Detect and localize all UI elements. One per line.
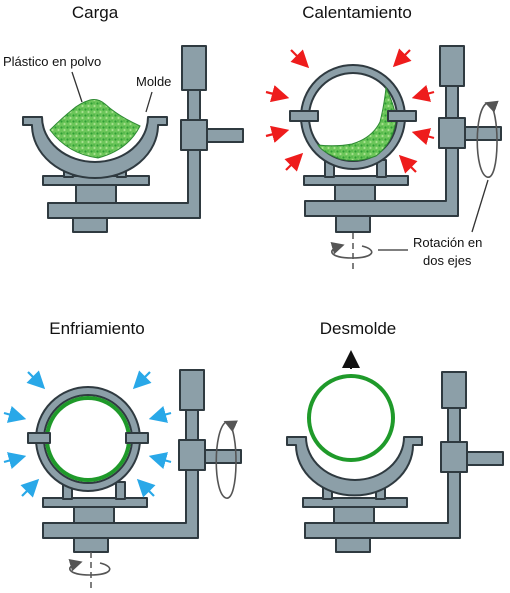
support-plate: [303, 175, 409, 186]
flange-right: [125, 432, 149, 444]
base-arm: [304, 147, 459, 217]
cooling-arrow: [136, 478, 156, 498]
gearbox: [178, 439, 206, 471]
gearbox: [438, 117, 466, 149]
support-plate: [302, 497, 408, 508]
molded-part: [307, 374, 395, 462]
support-column: [333, 506, 375, 524]
plastic-powder-pile: [49, 99, 141, 159]
stage-heating: Calentamiento: [265, 3, 502, 270]
vertical-shaft: [447, 407, 461, 447]
rotation-arrow-horizontal: [215, 420, 238, 499]
motor-box: [441, 371, 467, 409]
machine-frame: [303, 45, 502, 233]
mold-label: Molde: [136, 74, 171, 89]
mold-leader-line: [145, 91, 153, 113]
stage-title-loading: Carga: [72, 3, 119, 22]
gearbox: [180, 119, 208, 151]
base-arm: [42, 469, 199, 539]
cooling-arrow: [3, 405, 27, 423]
flange-right: [387, 110, 417, 122]
horizontal-shaft: [466, 451, 504, 466]
rotation-leader-line: [471, 179, 489, 233]
base-foot: [335, 215, 371, 233]
support-column: [75, 184, 117, 204]
vertical-shaft: [445, 85, 459, 123]
rotation-arrow-horizontal: [476, 100, 499, 178]
support-column: [73, 506, 115, 524]
stage-title-cooling: Enfriamiento: [49, 319, 144, 338]
base-foot: [72, 217, 108, 233]
powder-leader-line: [71, 71, 83, 103]
cooling-arrow: [148, 405, 172, 423]
base-arm: [47, 149, 201, 219]
motor-box: [181, 45, 207, 91]
support-column: [334, 184, 376, 202]
motor-box: [179, 369, 205, 411]
horizontal-shaft: [206, 128, 244, 143]
stage-demolding: Desmolde: [286, 319, 504, 553]
rotation-arrow-vertical: [68, 552, 111, 588]
horizontal-shaft: [464, 126, 502, 141]
gearbox: [440, 441, 468, 473]
machine-frame: [42, 45, 244, 233]
base-arm: [304, 471, 461, 539]
mold-bowl: [286, 436, 423, 497]
support-plate: [42, 497, 148, 508]
mold-bowl: [22, 116, 168, 179]
heat-arrow: [290, 49, 310, 69]
horizontal-shaft: [204, 449, 242, 464]
heat-arrow: [265, 125, 290, 143]
powder-label: Plástico en polvo: [3, 54, 101, 69]
mold-cavity: [43, 394, 133, 484]
flange-left: [27, 432, 51, 444]
cooling-arrow: [132, 370, 152, 390]
heat-arrow: [398, 154, 418, 174]
cooling-arrow: [20, 478, 40, 498]
cooling-arrow: [26, 370, 46, 390]
heat-arrow: [265, 85, 290, 103]
rotation-arrow-vertical: [330, 233, 373, 270]
heat-arrow: [284, 152, 304, 172]
heat-arrow: [411, 128, 435, 146]
flange-left: [289, 110, 319, 122]
rotation-label-line2: dos ejes: [423, 253, 472, 268]
rotation-label-line1: Rotación en: [413, 235, 482, 250]
cooling-arrows: [3, 370, 172, 498]
motor-box: [439, 45, 465, 87]
base-foot: [73, 537, 109, 553]
stage-loading: Carga Plástico en polvo Molde: [3, 3, 244, 233]
machine-frame: [42, 369, 242, 553]
heat-arrow: [411, 84, 435, 102]
stage-title-heating: Calentamiento: [302, 3, 412, 22]
heat-arrow: [392, 48, 412, 68]
stage-title-demolding: Desmolde: [320, 319, 397, 338]
base-foot: [335, 537, 371, 553]
cooling-arrow: [3, 452, 27, 470]
vertical-shaft: [185, 409, 199, 445]
cooling-arrow: [148, 452, 172, 470]
stage-cooling: Enfriamiento: [3, 319, 242, 588]
heat-arrows: [265, 48, 435, 174]
